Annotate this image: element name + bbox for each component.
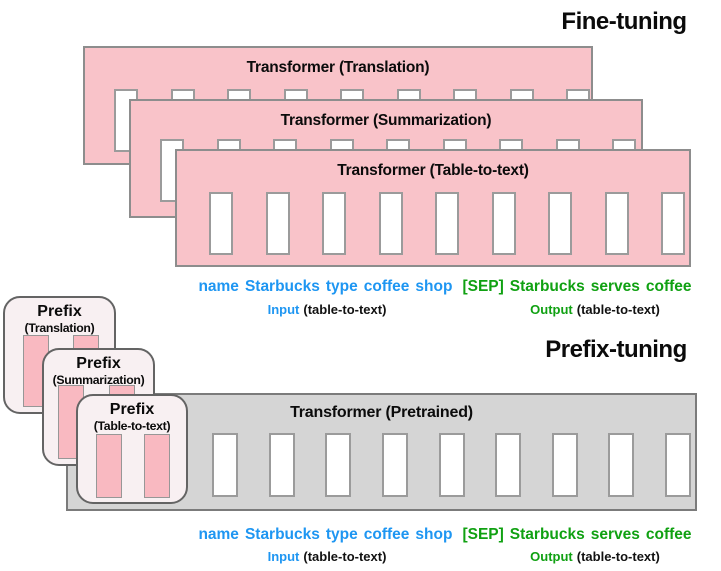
token: Starbucks	[509, 526, 585, 543]
token-slot	[378, 192, 403, 255]
output-caption-task: (table-to-text)	[576, 302, 660, 317]
token: Starbucks	[244, 526, 320, 543]
token-slot	[548, 192, 572, 255]
output-tokens: [SEP] Starbucks serves coffee	[459, 526, 694, 543]
prefix-box-subtitle: (Summarization)	[52, 372, 145, 387]
token: name	[198, 278, 239, 295]
token: Starbucks	[509, 278, 585, 295]
transformer-pretrained-label: Transformer (Pretrained)	[290, 404, 473, 421]
token-slot	[322, 192, 346, 255]
output-caption-word: Output	[530, 302, 573, 317]
token-slot	[265, 192, 290, 255]
token-row-prefix-tuning: name Starbucks type coffee shop [SEP] Starbuck…	[170, 526, 720, 544]
output-caption-word: Output	[530, 549, 573, 564]
token: type	[325, 526, 358, 543]
prefix-box-subtitle: (Translation)	[24, 320, 95, 335]
token-slot	[438, 433, 465, 497]
token: Starbucks	[244, 278, 320, 295]
token-slot	[491, 192, 516, 255]
token-slot-row	[212, 433, 691, 497]
input-caption: Input(table-to-text)	[227, 549, 427, 564]
prefix-box-title: Prefix	[109, 401, 155, 418]
token: [SEP]	[462, 526, 504, 543]
token-slot	[665, 433, 691, 497]
token-slot	[608, 433, 635, 497]
input-tokens: name Starbucks type coffee shop	[195, 278, 455, 295]
token: type	[325, 278, 358, 295]
output-caption: Output(table-to-text)	[495, 302, 695, 317]
token: serves	[590, 278, 640, 295]
token-slot	[604, 192, 629, 255]
transformer-box-label: Transformer (Summarization)	[280, 112, 492, 129]
token: serves	[590, 526, 640, 543]
token-slot	[495, 433, 522, 497]
prefix-bar-row	[96, 434, 170, 498]
transformer-box-label: Transformer (Translation)	[246, 59, 430, 76]
output-caption: Output(table-to-text)	[495, 549, 695, 564]
token: coffee	[645, 526, 692, 543]
prefix-box-table-to-text: Prefix (Table-to-text)	[76, 394, 188, 504]
token-slot	[435, 192, 459, 255]
token-row-fine-tuning: name Starbucks type coffee shop [SEP] Starbuck…	[170, 278, 720, 296]
input-caption-word: Input	[267, 549, 300, 564]
input-caption: Input(table-to-text)	[227, 302, 427, 317]
prefix-activation-bar	[96, 434, 122, 498]
token-slot-row	[209, 192, 685, 255]
token: name	[198, 526, 239, 543]
token: coffee	[363, 526, 410, 543]
token-slot	[551, 433, 578, 497]
output-tokens: [SEP] Starbucks serves coffee	[459, 278, 694, 295]
output-caption-task: (table-to-text)	[576, 549, 660, 564]
token-slot	[381, 433, 408, 497]
input-caption-task: (table-to-text)	[303, 302, 387, 317]
token: coffee	[645, 278, 692, 295]
transformer-box-label: Transformer (Table-to-text)	[337, 162, 529, 179]
input-caption-word: Input	[267, 302, 300, 317]
token-slot	[209, 192, 233, 255]
token-slot	[268, 433, 295, 497]
token: shop	[415, 526, 453, 543]
transformer-box-table-to-text: Transformer (Table-to-text)	[175, 149, 691, 267]
token-slot	[325, 433, 352, 497]
prefix-box-title: Prefix	[76, 355, 121, 372]
token: coffee	[363, 278, 410, 295]
token-slot	[212, 433, 238, 497]
prefix-box-title: Prefix	[37, 303, 82, 320]
token: shop	[415, 278, 453, 295]
input-caption-task: (table-to-text)	[303, 549, 387, 564]
token-slot	[661, 192, 685, 255]
input-tokens: name Starbucks type coffee shop	[195, 526, 455, 543]
prefix-box-subtitle: (Table-to-text)	[93, 418, 171, 433]
token: [SEP]	[462, 278, 504, 295]
fine-tuning-title: Fine-tuning	[561, 8, 687, 35]
prefix-tuning-title: Prefix-tuning	[545, 336, 687, 363]
prefix-activation-bar	[144, 434, 170, 498]
